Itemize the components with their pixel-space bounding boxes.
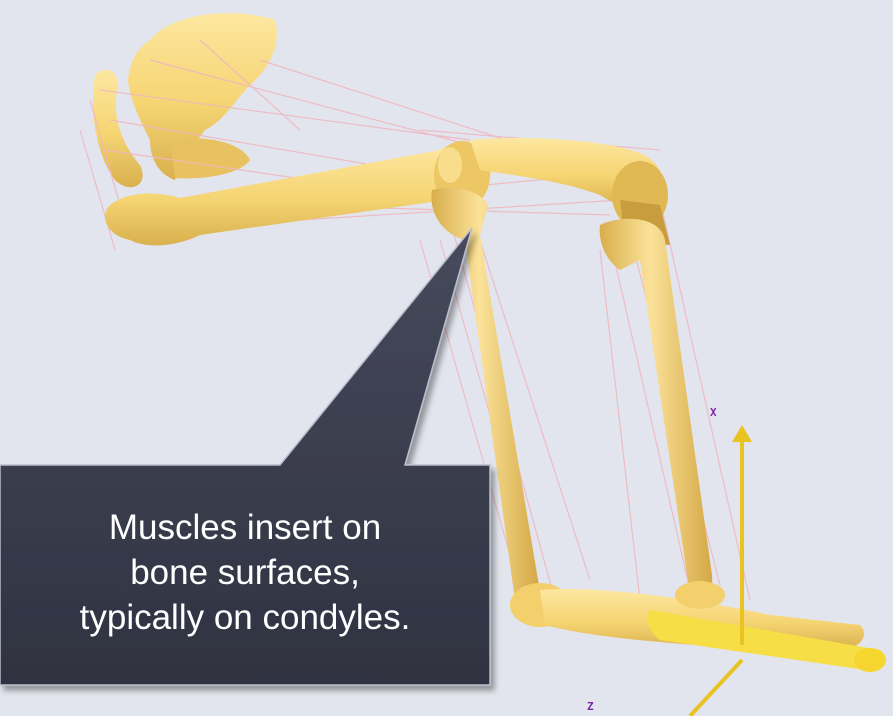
pelvis-bone [93, 13, 277, 187]
callout-line-1: Muscles insert on [10, 505, 480, 550]
tibia-bone-right [600, 219, 713, 601]
z-axis-label: Z [587, 700, 594, 713]
x-axis-label: X [710, 406, 717, 419]
callout-line-3: typically on condyles. [10, 595, 480, 640]
callout-text: Muscles insert on bone surfaces, typical… [0, 460, 490, 685]
callout-line-2: bone surfaces, [10, 550, 480, 595]
foot-bones [510, 581, 886, 672]
